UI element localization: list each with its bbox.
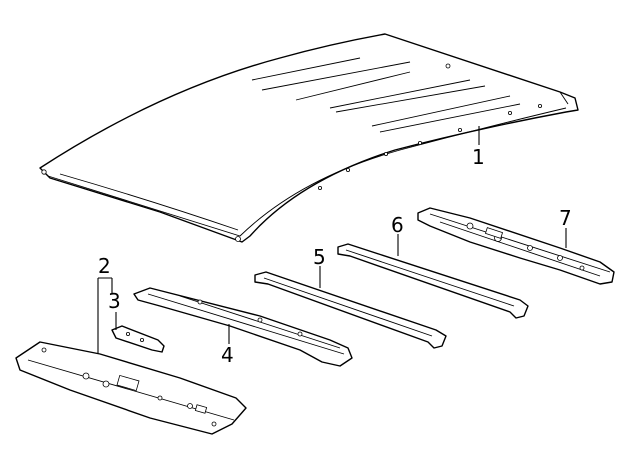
part-2-reinforcement bbox=[15, 341, 247, 435]
callout-1: 1 bbox=[472, 145, 485, 169]
part-4-roof-bow bbox=[133, 287, 353, 367]
callout-4: 4 bbox=[221, 343, 234, 367]
callout-6: 6 bbox=[391, 213, 404, 237]
part-5-roof-bow bbox=[254, 271, 447, 349]
leader-2 bbox=[97, 277, 113, 354]
leader-lines bbox=[97, 126, 567, 354]
callout-5: 5 bbox=[313, 245, 326, 269]
part-3-bracket bbox=[111, 325, 165, 353]
part-1-roof-panel bbox=[39, 33, 579, 243]
callout-7: 7 bbox=[559, 206, 572, 230]
part-7-roof-rail bbox=[417, 207, 615, 285]
part-6-roof-bow bbox=[337, 243, 529, 319]
callout-3: 3 bbox=[108, 289, 121, 313]
callout-2: 2 bbox=[98, 254, 111, 278]
